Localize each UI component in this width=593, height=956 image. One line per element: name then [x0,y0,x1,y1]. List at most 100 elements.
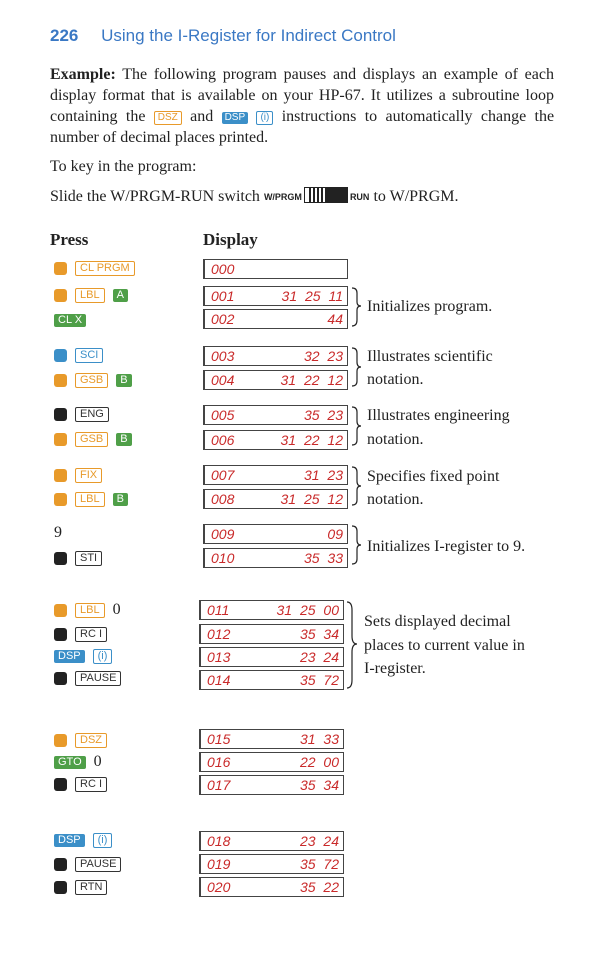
digit-entry: 0 [93,753,102,770]
note-eng-1: Illustrates engineering [367,407,510,424]
key-row: DSP(i) [54,648,113,664]
display-step: 018 [207,833,231,849]
keycap: DSZ [75,732,107,748]
keycap: (i) [92,648,113,664]
slide-text: Slide the W/PRGM-RUN switch [50,188,260,205]
display-code: 32 23 [303,348,343,364]
h-key-icon [54,551,67,565]
key-row: RC I [54,626,107,642]
brace-icon [351,347,362,387]
display-code: 23 24 [299,649,339,665]
keycap: RC I [75,626,107,642]
f-key-icon [54,733,67,747]
note-sci-2: notation. [367,371,424,388]
f-key-icon [54,261,67,275]
display-step: 003 [211,348,235,364]
page-number: 226 [50,26,79,45]
keycap: ENG [75,406,109,422]
note-initializes-program: Initializes program. [367,298,493,315]
h-key-icon [54,880,67,894]
keycap: LBL [75,491,105,507]
keycap: GTO [54,755,86,769]
keycap: SCI [75,347,104,363]
display-step: 013 [207,649,231,665]
note-decimal-3: I-register. [364,660,426,677]
h-key-icon [54,671,67,685]
key-row: RTN [54,879,108,895]
display-code: 23 24 [299,833,339,849]
f-key-icon [54,492,67,506]
display-code: 31 25 11 [281,288,343,304]
key-row: ENG [54,406,109,422]
display-step: 017 [207,777,231,793]
display-code: 31 33 [299,731,339,747]
display-code: 31 22 12 [280,372,344,388]
key-row: GTO 0 [54,753,102,770]
keycap: FIX [75,467,103,483]
display-step: 002 [211,311,235,327]
keycap: CL X [54,313,87,327]
dsp-key: DSP [221,112,249,124]
display-step: 014 [207,672,231,688]
note-fix-2: notation. [367,491,424,508]
display-code: 31 25 00 [276,602,340,618]
key-row: DSP (i) [54,832,113,848]
brace-icon [351,406,362,446]
display-line: 006 31 22 12 [203,430,348,450]
keycap: A [112,288,128,302]
key-row: RC I [54,776,107,792]
slide-text-end: to W/PRGM. [373,188,459,205]
display-step: 009 [211,526,235,542]
keycap: PAUSE [75,670,122,686]
display-code: 22 00 [299,754,339,770]
display-step: 020 [207,879,231,895]
f-key-icon [54,603,67,617]
display-line: 009 09 [203,524,348,544]
display-step: 019 [207,856,231,872]
display-step: 000 [211,261,235,277]
display-line: 000 [203,259,348,279]
f-key-icon [54,288,67,302]
display-code: 09 [327,526,343,542]
h-key-icon [54,407,67,421]
display-step: 016 [207,754,231,770]
key-row: CL PRGM [54,260,135,276]
display-code: 31 23 [303,467,343,483]
h-key-icon [54,857,67,871]
brace-icon [351,287,362,327]
keycap: RC I [75,776,107,792]
keycap: (i) [92,832,113,848]
note-fix-1: Specifies fixed point [367,468,500,485]
f-key-icon [54,432,67,446]
keycap: GSB [75,431,109,447]
display-line: 018 23 24 [199,831,344,851]
key-in-line: To key in the program: [50,158,197,175]
key-row: SCI [54,347,104,363]
keycap: RTN [75,879,108,895]
keycap: CL PRGM [75,260,135,276]
note-decimal-2: places to current value in [364,637,525,654]
keycap: B [116,432,132,446]
keycap: DSP [54,833,85,847]
brace-icon [351,466,362,506]
display-code: 31 22 12 [280,432,344,448]
h-key-icon [54,777,67,791]
page-header: 226 Using the I-Register for Indirect Co… [50,26,396,46]
display-step: 008 [211,491,235,507]
and-text: and [190,108,214,125]
display-step: 012 [207,626,231,642]
display-step: 006 [211,432,235,448]
display-step: 005 [211,407,235,423]
